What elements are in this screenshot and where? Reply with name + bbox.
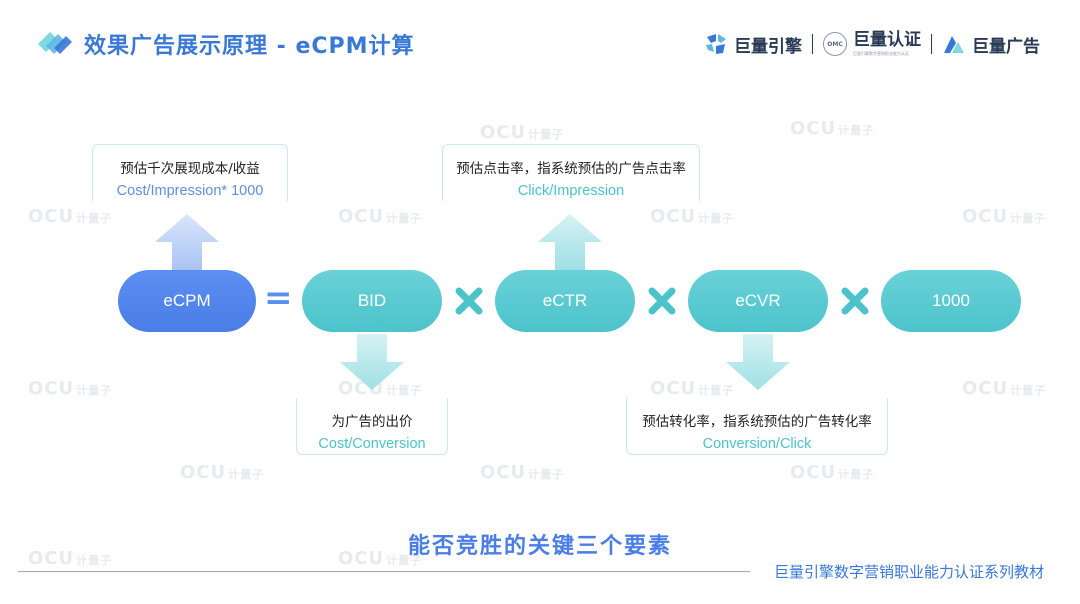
bid-note: 为广告的出价 Cost/Conversion — [296, 398, 448, 455]
footer-series-title: 巨量引擎数字营销职业能力认证系列教材 — [773, 563, 1044, 581]
bid-note-formula: Cost/Conversion — [318, 436, 426, 452]
equals-sign: = — [264, 278, 293, 318]
brand-juliang-cert: OMC 巨量认证 巨量引擎数字营销职业能力认证 — [823, 32, 921, 56]
juliang-engine-logo-icon — [706, 34, 726, 54]
brand-subtitle: 巨量引擎数字营销职业能力认证 — [853, 51, 909, 56]
brand-juliang-ads: 巨量广告 — [942, 32, 1040, 57]
cvr-note: 预估转化率，指系统预估的广告转化率 Conversion/Click — [626, 398, 888, 455]
multiply-icon — [455, 287, 483, 315]
ctr-note-label: 预估点击率，指系统预估的广告点击率 — [456, 161, 686, 177]
brand-divider — [812, 34, 813, 54]
brand-juliang-engine: 巨量引擎 — [704, 32, 802, 57]
constant-1000-pill: 1000 — [881, 270, 1021, 332]
arrow-down-icon — [726, 334, 790, 390]
ecvr-pill: eCVR — [688, 270, 828, 332]
ectr-pill: eCTR — [495, 270, 635, 332]
brand-name: 巨量广告 — [972, 36, 1040, 57]
bid-note-label: 为广告的出价 — [331, 414, 413, 430]
ecpm-note-formula: Cost/Impression* 1000 — [116, 183, 264, 199]
multiply-icon — [648, 287, 676, 315]
app-logo-icon — [36, 30, 74, 56]
cvr-note-formula: Conversion/Click — [702, 436, 812, 452]
brand-logos: 巨量引擎 OMC 巨量认证 巨量引擎数字营销职业能力认证 巨量广告 — [704, 30, 1040, 58]
key-factors-heading: 能否竞胜的关键三个要素 — [407, 534, 672, 559]
omc-badge-icon: OMC — [823, 32, 847, 56]
juliang-ads-logo-icon — [944, 36, 964, 53]
brand-name: 巨量认证 — [853, 30, 921, 50]
ecpm-note-label: 预估千次展现成本/收益 — [120, 161, 260, 177]
slide-title: 效果广告展示原理 - eCPM计算 — [84, 34, 415, 59]
ctr-note-formula: Click/Impression — [517, 183, 625, 199]
brand-name: 巨量引擎 — [734, 36, 802, 57]
multiply-icon — [841, 287, 869, 315]
cvr-note-label: 预估转化率，指系统预估的广告转化率 — [642, 414, 872, 430]
arrow-up-icon — [155, 214, 219, 270]
arrow-up-icon — [538, 214, 602, 270]
ecpm-note: 预估千次展现成本/收益 Cost/Impression* 1000 — [92, 144, 288, 201]
arrow-down-icon — [340, 334, 404, 390]
ecpm-pill: eCPM — [118, 270, 256, 332]
ctr-note: 预估点击率，指系统预估的广告点击率 Click/Impression — [442, 144, 700, 201]
footer-divider — [18, 571, 750, 572]
brand-divider — [931, 34, 932, 54]
bid-pill: BID — [302, 270, 442, 332]
